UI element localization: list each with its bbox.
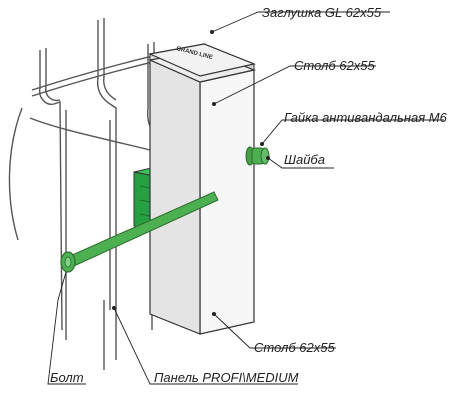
panel-edge-arc — [8, 107, 23, 241]
nut-washer — [245, 146, 270, 166]
label-panel: Панель PROFI\MEDIUM — [154, 370, 299, 385]
label-bolt: Болт — [50, 370, 84, 385]
label-washer: Шайба — [284, 152, 325, 167]
label-post-bottom: Столб 62х55 — [254, 340, 335, 355]
post: GRAND LINE — [147, 43, 257, 335]
bolt — [60, 191, 219, 273]
label-cap: Заглушка GL 62х55 — [262, 5, 382, 20]
label-post-top: Столб 62х55 — [294, 58, 375, 73]
leader-lines — [47, 11, 444, 385]
label-nut: Гайка антивандальная М6 — [284, 110, 448, 125]
